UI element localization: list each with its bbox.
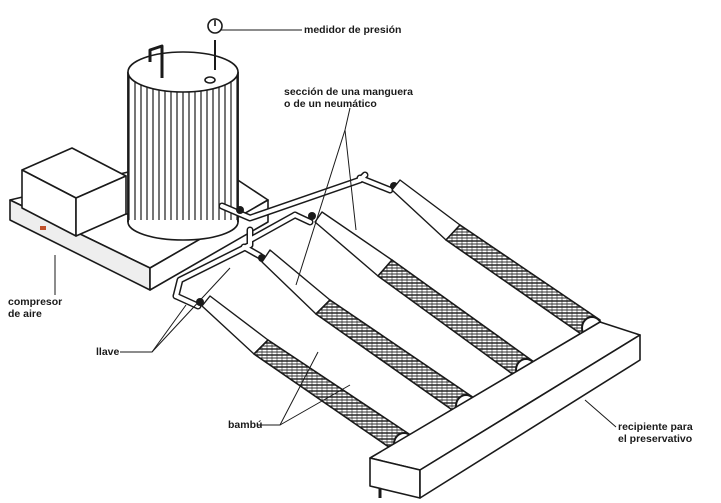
label-valve: llave <box>96 346 120 358</box>
label-preservative-container-line1: recipiente para <box>618 421 693 433</box>
pressure-tank <box>127 18 239 241</box>
label-air-compressor-line1: compresor <box>8 296 63 308</box>
label-preservative-container: recipiente para el preservativo <box>618 421 693 445</box>
label-pressure-gauge: medidor de presión <box>304 24 402 36</box>
label-bamboo: bambú <box>228 419 263 431</box>
label-air-compressor: compresor de aire <box>8 296 62 320</box>
label-air-compressor-line2: de aire <box>8 308 42 320</box>
manifold-pipes-inner <box>174 173 392 308</box>
bamboo-stems <box>253 224 601 453</box>
label-hose-section-line2: o de un neumático <box>284 98 377 110</box>
leader-lines <box>54 29 617 428</box>
label-hose-section-line1: sección de una manguera <box>284 86 413 98</box>
preservative-trough <box>369 321 641 499</box>
label-hose-section: sección de una manguera o de un neumátic… <box>284 86 413 110</box>
hose-sections <box>201 179 461 355</box>
label-preservative-container-line2: el preservativo <box>618 433 693 445</box>
